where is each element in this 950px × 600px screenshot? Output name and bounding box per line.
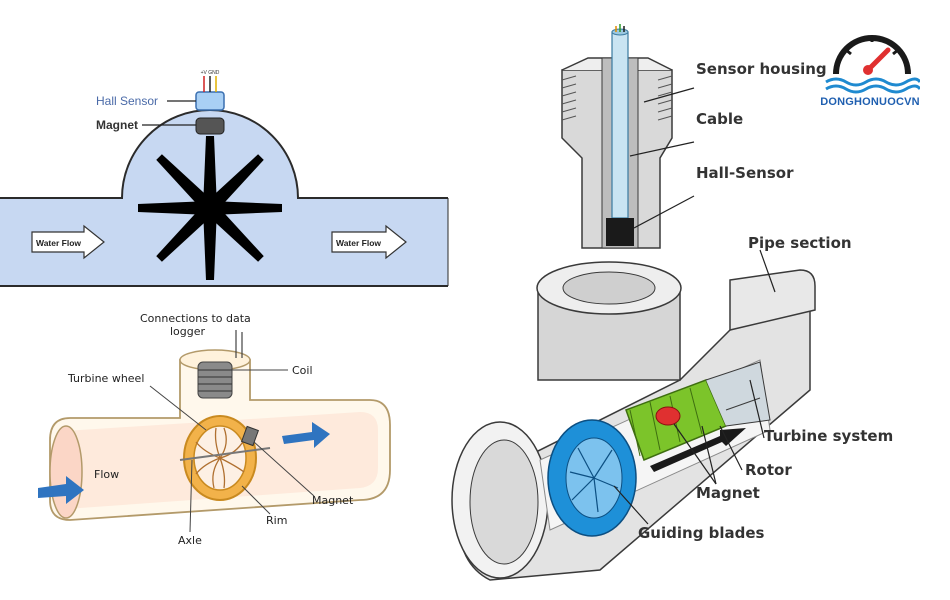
- flow-right-label: Water Flow: [336, 238, 381, 248]
- pipe-opening-left: [49, 425, 83, 519]
- cable: [611, 31, 629, 219]
- rotor-blade: [205, 203, 264, 262]
- logo-wave: [825, 77, 922, 87]
- flow-arrow-dark: [650, 428, 746, 472]
- magnet-label-assembly: Magnet: [696, 484, 760, 502]
- flow-label: Flow: [94, 468, 119, 481]
- flow-arrow-left: Water Flow: [31, 224, 105, 260]
- guiding-blades-label: Guiding blades: [638, 524, 765, 542]
- cable-label: Cable: [696, 110, 743, 128]
- rotor-blade: [203, 136, 217, 208]
- boss-opening: [562, 271, 656, 305]
- rotor-label: Rotor: [745, 461, 792, 479]
- hall-sensor-box: [195, 91, 225, 111]
- magnet-label: Magnet: [96, 118, 138, 132]
- rotor-leader: [719, 425, 743, 471]
- rotor-blade: [210, 201, 282, 215]
- pipe-section-label: Pipe section: [748, 234, 852, 252]
- flow-left-label: Water Flow: [36, 238, 81, 248]
- axle-label: Axle: [178, 534, 202, 547]
- rotor-vanes: [629, 387, 703, 457]
- flow-arrow-out: [282, 422, 330, 448]
- hall-leader: [633, 195, 695, 229]
- magnet-label-sketch: Magnet: [312, 494, 354, 507]
- logo-wave: [825, 84, 922, 94]
- coil-label: Coil: [292, 364, 313, 377]
- rotor-blade: [203, 208, 217, 280]
- gauge-tick: [845, 48, 852, 56]
- rotor-blade: [205, 154, 264, 213]
- gauge-hub: [863, 65, 873, 75]
- turbine-system-label: Turbine system: [764, 427, 893, 445]
- magnet-leader-a: [673, 423, 717, 485]
- hall-sensor-diagram: +V GND Hall Sensor Magnet Water Flow Wa: [0, 60, 450, 290]
- rotor-magnet: [655, 406, 681, 426]
- connections-label-line2: logger: [170, 325, 206, 338]
- pipe-cutaway-svg: Pipe section Turbine system Rotor Magnet…: [451, 234, 893, 581]
- sensor-housing-cutaway: Sensor housing Cable Hall-Sensor: [540, 18, 830, 258]
- magnet-leader-b: [701, 425, 717, 485]
- sensor-housing-svg: Sensor housing Cable Hall-Sensor: [561, 24, 827, 249]
- guide-vanes: [569, 447, 619, 513]
- flow-arrow-in: [38, 476, 84, 504]
- magnet-block: [195, 117, 225, 135]
- turbine-sketch: Connections to data logger Coil Turbine …: [30, 300, 430, 560]
- gauge-tick: [892, 48, 899, 56]
- coil: [197, 361, 233, 399]
- housing-leader: [643, 87, 695, 103]
- logo: [822, 22, 922, 112]
- guiding-blades-leader: [613, 485, 649, 525]
- pipe-section-leader: [759, 249, 776, 293]
- hall-sensor-label-assembly: Hall-Sensor: [696, 164, 794, 182]
- gauge-icon: [825, 35, 922, 94]
- rotor-blade: [138, 201, 210, 215]
- rotor-star: [138, 136, 282, 280]
- pipe-thread-right: [729, 269, 816, 331]
- cable-leader: [629, 141, 695, 157]
- turbine-sketch-svg: Connections to data logger Coil Turbine …: [38, 312, 391, 547]
- axle: [179, 447, 271, 461]
- connections-label-line1: Connections to data: [140, 312, 251, 325]
- rotor-blade: [156, 154, 215, 213]
- hall-sensor-label: Hall Sensor: [96, 94, 158, 108]
- turbine-system-leader: [749, 379, 765, 439]
- wire-tags: +V GND: [201, 70, 220, 76]
- turbine-wheel-label: Turbine wheel: [67, 372, 144, 385]
- turbine-wheel-leader: [149, 385, 207, 431]
- magnet-leader-sketch: [253, 441, 315, 497]
- pipe-bore-left: [469, 439, 539, 565]
- hall-sensor-element: [606, 218, 634, 246]
- sensor-housing-label: Sensor housing: [696, 60, 827, 78]
- axle-leader: [189, 459, 193, 533]
- housing-threads: [561, 75, 673, 121]
- rim-label: Rim: [266, 514, 287, 527]
- flow-arrow-right: Water Flow: [331, 224, 407, 260]
- logo-text: DONGHONUOCVN: [820, 96, 920, 108]
- hall-sensor-diagram-svg: +V GND Hall Sensor Magnet Water Flow Wa: [0, 70, 449, 287]
- wheel-magnet: [240, 425, 260, 447]
- turbine-system-frame: [705, 361, 771, 427]
- rotor-hub: [198, 196, 222, 220]
- rim-leader: [241, 485, 271, 515]
- rotor-blade: [156, 203, 215, 262]
- pipe-cutaway: Pipe section Turbine system Rotor Magnet…: [430, 230, 920, 590]
